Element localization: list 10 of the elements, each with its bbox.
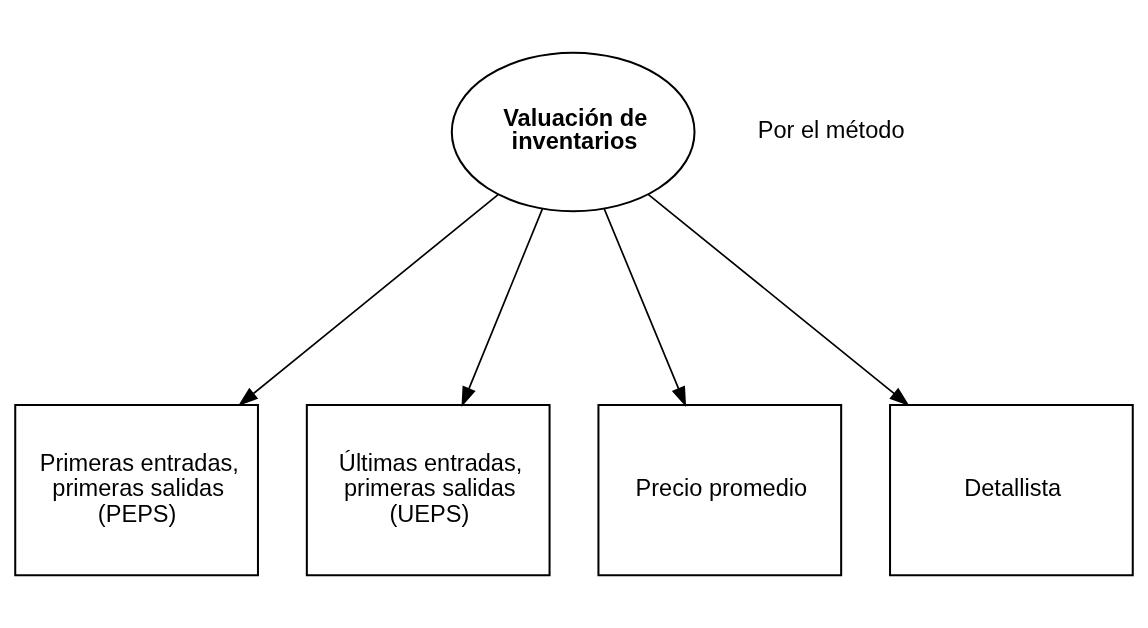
arrow — [461, 208, 544, 407]
node-box: Precio promedio — [597, 404, 843, 577]
node-box: Últimas entradas, primeras salidas (UEPS) — [305, 404, 551, 577]
arrow — [647, 193, 910, 406]
label: Por el método — [757, 117, 905, 144]
node-box: Primeras entradas, primeras salidas (PEPS) — [14, 404, 259, 577]
arrow — [238, 193, 499, 406]
node-box: Detallista — [889, 404, 1134, 577]
node-ellipse: Valuación de inventarios — [450, 51, 696, 213]
arrow — [603, 208, 687, 407]
